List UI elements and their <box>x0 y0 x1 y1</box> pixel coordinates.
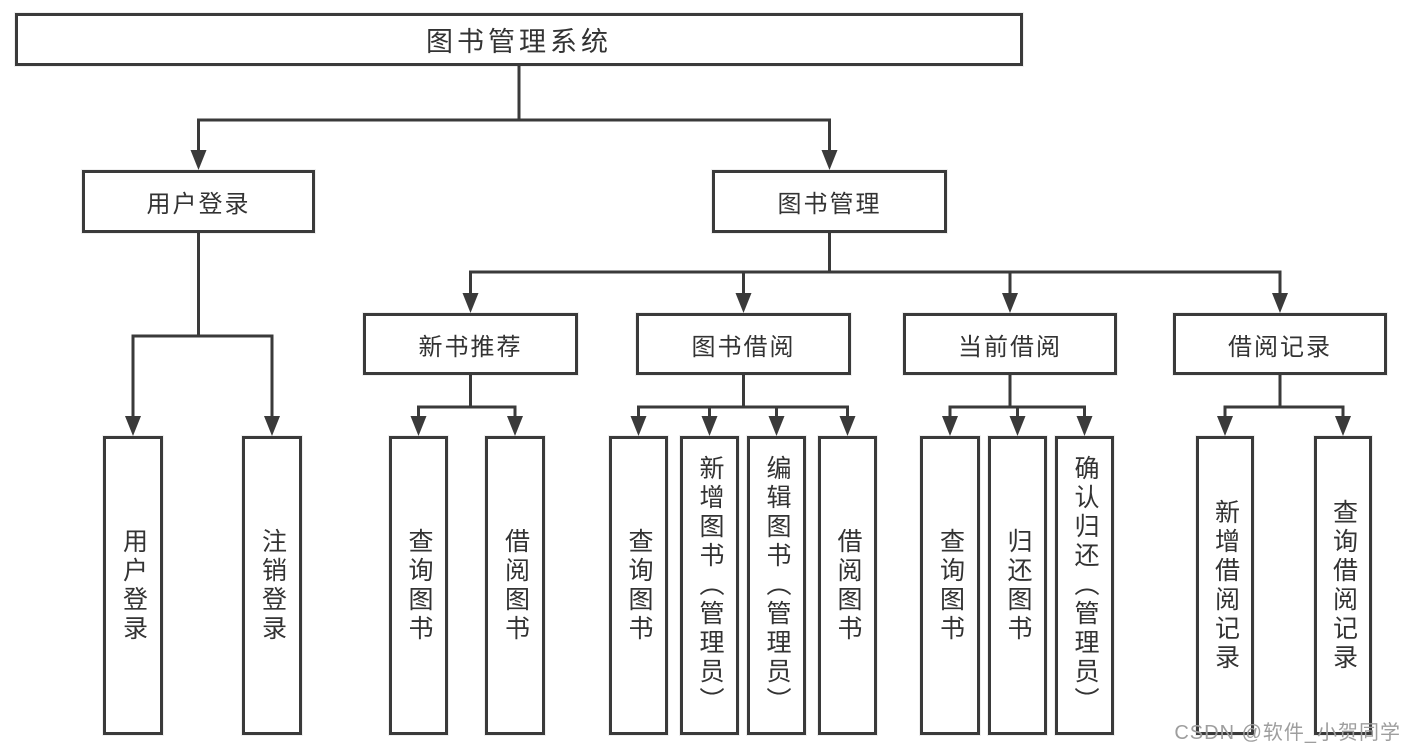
arrowhead <box>821 150 838 170</box>
leaf-confirm-return-admin: 确认归还（管理员） <box>1055 436 1114 735</box>
arrowhead <box>768 416 785 436</box>
arrowhead <box>1335 416 1351 436</box>
node-new-book-recommend: 新书推荐 <box>363 313 578 375</box>
node-borrowing-records: 借阅记录 <box>1173 313 1387 375</box>
leaf-add-books-admin: 新增图书（管理员） <box>680 436 739 735</box>
arrowhead <box>1009 416 1026 436</box>
arrowhead <box>942 416 958 436</box>
connector-userlogin-to-leaves <box>131 233 274 418</box>
node-book-borrowing: 图书借阅 <box>636 313 851 375</box>
arrowhead <box>462 293 479 313</box>
node-library-management-system: 图书管理系统 <box>15 13 1023 66</box>
arrowhead <box>1272 293 1288 313</box>
csdn-watermark: CSDN @软件_小贺同学 <box>1174 722 1401 744</box>
leaf-query-books-current: 查询图书 <box>920 436 980 735</box>
leaf-borrow-books-recommend: 借阅图书 <box>485 436 545 735</box>
connector-current-to-leaves <box>948 375 1086 418</box>
connector-bookmgmt-to-level3 <box>469 233 1282 295</box>
connector-root-to-level2 <box>197 66 831 152</box>
leaf-logout: 注销登录 <box>242 436 302 735</box>
arrowhead <box>839 416 856 436</box>
leaf-query-borrow-record: 查询借阅记录 <box>1314 436 1372 735</box>
arrowhead <box>507 416 523 436</box>
leaf-user-login: 用户登录 <box>103 436 163 735</box>
arrowhead <box>701 416 718 436</box>
leaf-return-books: 归还图书 <box>988 436 1047 735</box>
leaf-query-books-borrow: 查询图书 <box>609 436 668 735</box>
node-current-borrowing: 当前借阅 <box>903 313 1117 375</box>
leaf-add-borrow-record: 新增借阅记录 <box>1196 436 1254 735</box>
connector-newbooks-to-leaves <box>417 375 517 418</box>
arrowhead <box>264 416 280 436</box>
leaf-edit-books-admin: 编辑图书（管理员） <box>747 436 806 735</box>
arrowhead <box>1076 416 1093 436</box>
arrowhead <box>1002 293 1018 313</box>
node-user-login: 用户登录 <box>82 170 315 233</box>
arrowhead <box>410 416 427 436</box>
connector-records-to-leaves <box>1223 375 1345 418</box>
arrowhead <box>125 416 141 436</box>
leaf-query-books-recommend: 查询图书 <box>389 436 448 735</box>
arrowhead <box>735 293 752 313</box>
arrowhead <box>1217 416 1233 436</box>
arrowhead <box>630 416 647 436</box>
node-book-management: 图书管理 <box>712 170 947 233</box>
arrowhead <box>190 150 207 170</box>
leaf-borrow-books: 借阅图书 <box>818 436 877 735</box>
connector-borrow-to-leaves <box>637 375 849 418</box>
